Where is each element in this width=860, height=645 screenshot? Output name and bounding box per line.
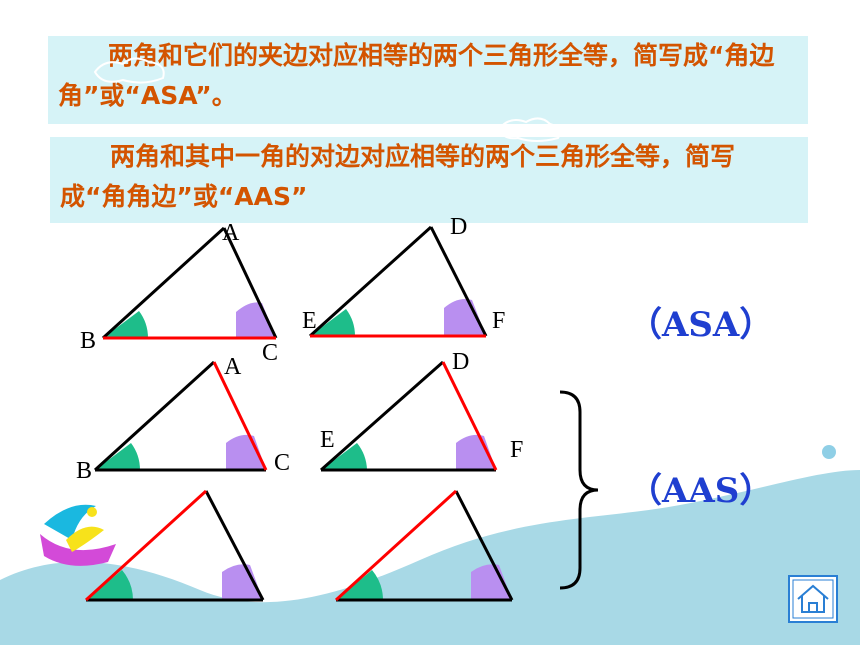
vertex-label: A — [222, 220, 240, 246]
sailboat-icon — [40, 504, 116, 566]
vertex-label: D — [450, 214, 467, 240]
asa-statement-box: 两角和它们的夹边对应相等的两个三角形全等，简写成“角边角”或“ASA”。 — [48, 36, 808, 124]
angle-e — [321, 443, 367, 470]
vertex-label: F — [510, 437, 523, 463]
angle-purple — [222, 564, 263, 600]
vertex-label: E — [302, 308, 317, 334]
vertex-label: B — [80, 328, 96, 354]
asa-tag: （ASA） — [628, 305, 774, 345]
vertex-label: A — [224, 354, 242, 380]
angle-green — [86, 570, 133, 600]
cloud-icon — [93, 57, 561, 142]
decor-dot — [822, 445, 836, 459]
triangle-def-asa: D E F — [302, 214, 505, 338]
vertex-label: F — [492, 308, 505, 334]
aas-statement-box: 两角和其中一角的对边对应相等的两个三角形全等，简写成“角角边”或“AAS” — [50, 137, 808, 223]
angle-b — [95, 443, 140, 470]
angle-c — [226, 434, 266, 470]
aas-statement-text: 两角和其中一角的对边对应相等的两个三角形全等，简写成“角角边”或“AAS” — [60, 142, 736, 211]
triangle-5-aas — [84, 489, 265, 602]
asa-statement-text: 两角和它们的夹边对应相等的两个三角形全等，简写成“角边角”或“ASA”。 — [58, 41, 775, 110]
aas-tag: （AAS） — [628, 471, 774, 511]
triangle-6-aas — [334, 489, 514, 602]
triangle-def-aas: D E F — [320, 349, 523, 472]
triangle-abc-aas: A B C — [76, 354, 290, 484]
vertex-label: C — [262, 340, 278, 366]
angle-purple — [471, 564, 512, 600]
home-icon — [797, 584, 829, 613]
angle-c — [236, 302, 276, 338]
angle-e — [310, 309, 355, 336]
vertex-label: C — [274, 450, 290, 476]
vertex-label: E — [320, 427, 335, 453]
vertex-label: D — [452, 349, 469, 375]
home-button[interactable] — [788, 575, 838, 623]
angle-f — [456, 434, 496, 470]
triangle-abc-asa: A B C — [80, 220, 278, 366]
vertex-label: B — [76, 458, 92, 484]
angle-f — [444, 299, 486, 336]
angle-b — [103, 311, 148, 338]
brace-icon — [559, 390, 599, 590]
angle-green — [336, 570, 383, 600]
